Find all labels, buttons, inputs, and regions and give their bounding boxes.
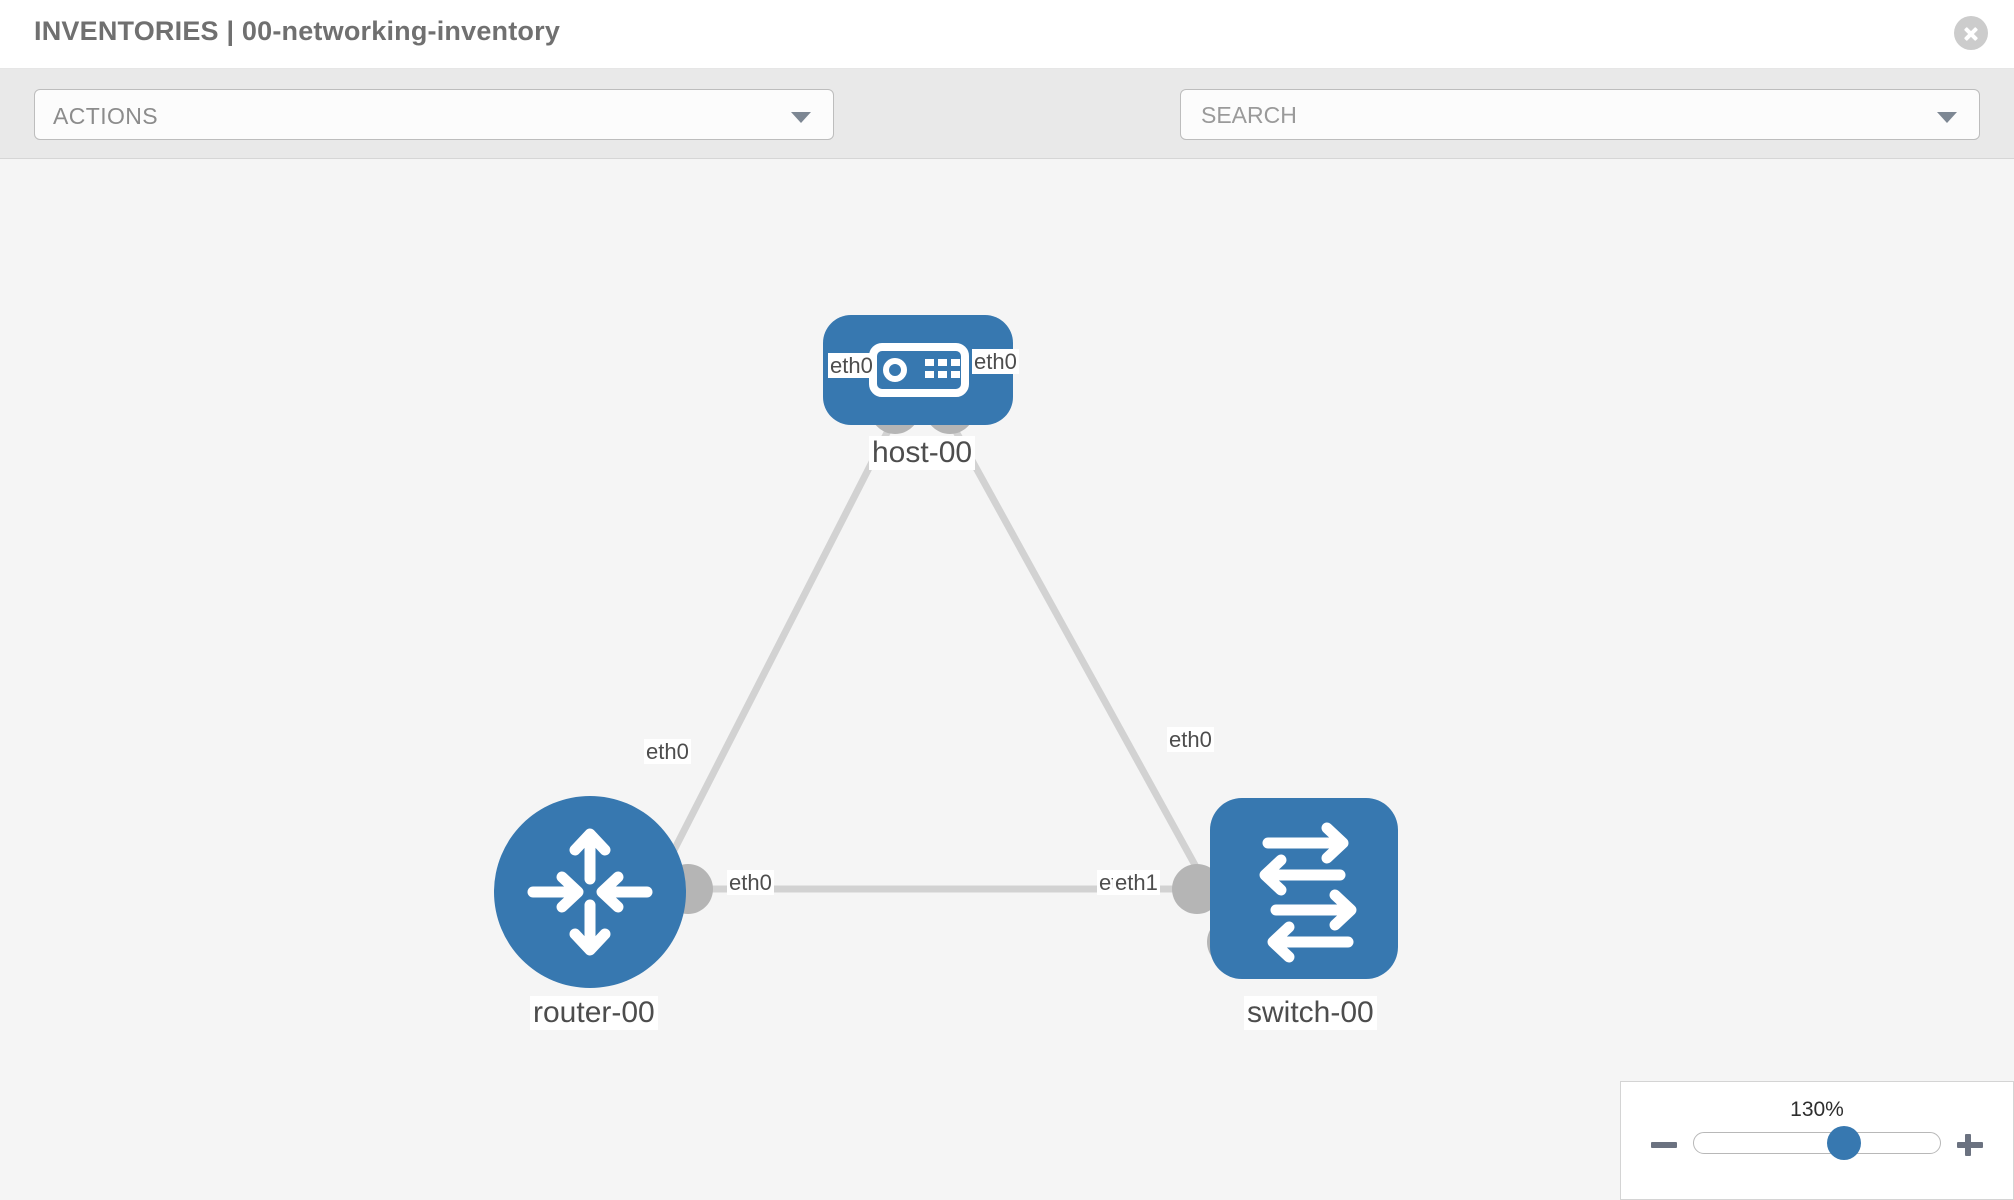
toolbar: ACTIONS [0,69,2014,199]
zoom-slider-track[interactable] [1693,1126,1941,1160]
node-router-00[interactable] [494,796,686,988]
chevron-down-icon[interactable] [1937,112,1957,123]
zoom-control-panel: 130% [1620,1081,2014,1200]
minus-icon[interactable] [1649,1129,1679,1159]
zoom-slider-thumb[interactable] [1826,1126,1861,1160]
router-right-eth-label: eth0 [727,870,774,896]
switch-up-eth-label: eth0 [1167,727,1214,753]
topology-graph [494,315,1398,988]
search-field[interactable] [1180,89,1980,141]
chevron-down-icon [791,112,811,123]
switch-00-label: switch-00 [1244,996,1377,1030]
close-icon[interactable] [1954,16,1988,50]
search-input[interactable] [1199,90,1903,141]
connector-switch-left[interactable] [1172,864,1222,914]
switch-arrows-icon [1259,822,1357,963]
router-arrows-icon [527,828,653,956]
actions-dropdown-label: ACTIONS [53,103,159,129]
plus-icon[interactable] [1955,1129,1985,1159]
page-header: INVENTORIES | 00-networking-inventory [0,0,2014,69]
node-switch-00[interactable] [1210,798,1398,979]
switch-left-eth-label: eth1 [1113,870,1160,896]
page-title: INVENTORIES | 00-networking-inventory [34,16,561,46]
host-right-eth-label: eth0 [972,349,1019,375]
router-00-label: router-00 [530,996,658,1030]
actions-dropdown[interactable]: ACTIONS [34,89,834,140]
topology-canvas[interactable]: eth0 eth0 eth0 eth0 eth0 etl eth1 host-0… [0,159,2014,1200]
link-host-switch [944,415,1226,916]
host-left-eth-label: eth0 [828,353,875,379]
zoom-level-label: 130% [1790,1098,1844,1121]
link-host-router [640,415,899,911]
router-up-eth-label: eth0 [644,739,691,765]
host-00-label: host-00 [869,436,976,470]
